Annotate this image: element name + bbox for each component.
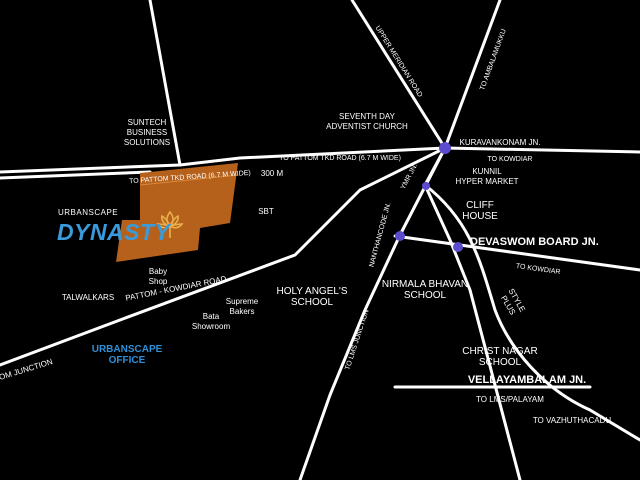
road-to-lms-bottom (468, 288, 522, 480)
label-to-pattom-tkd-2: TO PATTOM TKD ROAD (6.7 M WIDE) (279, 155, 401, 162)
label-to-lms-palayam: TO LMS/PALAYAM (476, 395, 544, 404)
label-vellayambalam: VELLAYAMBALAM JN. (467, 374, 587, 386)
road-lms-junction (298, 146, 447, 480)
road-nirmala-bhavan (423, 183, 472, 292)
label-to-vazhuthacadu: TO VAZHUTHACADU (532, 416, 612, 425)
road-pattom-kowdiar (0, 146, 447, 367)
road-pattom-tkd-lower (0, 170, 152, 180)
label-sbt: SBT (258, 207, 274, 216)
road-to-vazhuthacadu (588, 408, 640, 442)
label-devaswom: DEVASWOM BOARD JN. (470, 236, 599, 248)
brand-subtitle: URBANSCAPE (58, 208, 119, 217)
road-north-west (148, 0, 182, 167)
junction-nanthancode (395, 231, 405, 241)
road-devaswom-west (393, 234, 640, 272)
leaf-emblem-icon (156, 210, 184, 238)
road-to-kowdiar-east (443, 146, 640, 154)
project-site-block (116, 163, 238, 262)
road-to-ambalamukku (443, 0, 502, 150)
junction-devaswom (453, 242, 463, 252)
label-to-kowdiar-1: TO KOWDIAR (487, 156, 533, 163)
label-kuravankonam: KURAVANKONAM JN. (459, 138, 541, 147)
label-300m: 300 M (260, 169, 284, 178)
site-road-overlay (139, 174, 239, 186)
label-talwalkars: TALWALKARS (61, 293, 115, 302)
road-upper-meridian (350, 0, 447, 150)
junction-ymr (422, 182, 430, 190)
brand-title: DYNASTY (57, 219, 171, 245)
road-ymr-link (423, 146, 447, 187)
road-pattom-tkd-upper (0, 146, 447, 174)
junction-kuravankonam (439, 142, 451, 154)
